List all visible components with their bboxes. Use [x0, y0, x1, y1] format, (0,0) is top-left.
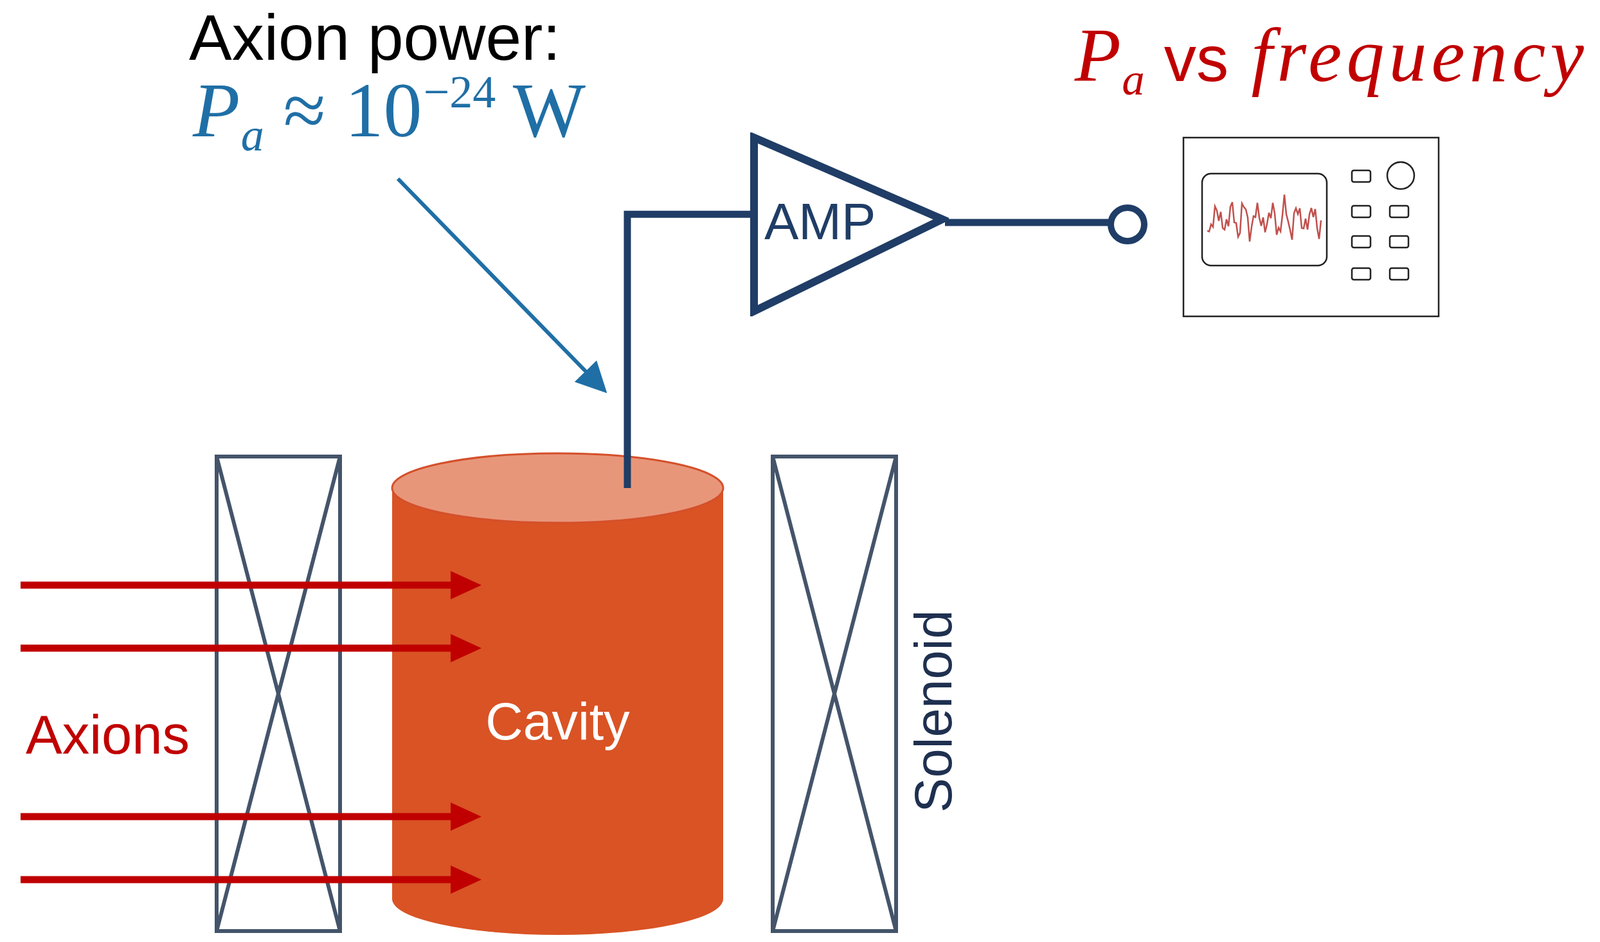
caption-word: vs: [1164, 26, 1229, 91]
output-wire: [944, 219, 1111, 227]
solenoid-label: Solenoid: [907, 609, 960, 812]
power-subscript: a: [1121, 56, 1145, 103]
antenna-wire: [627, 214, 753, 488]
axions-label: Axions: [25, 707, 190, 762]
amplifier-label: AMP: [764, 196, 876, 248]
frequency-word: frequency: [1250, 17, 1589, 94]
power-formula: Pa≈ 10−24W: [192, 71, 586, 150]
power-value: ≈ 10: [283, 71, 423, 150]
power-exponent: −24: [423, 68, 497, 116]
axions-label: Axions: [25, 707, 190, 762]
title-label: Axion power:: [188, 5, 561, 70]
power-symbol: P: [192, 71, 240, 150]
power-symbol: P: [1074, 17, 1122, 94]
power-unit: W: [512, 71, 586, 150]
amplifier: AMP: [750, 132, 949, 317]
power-subscript: a: [241, 111, 265, 159]
solenoid-coil: [772, 456, 897, 931]
solenoid-coil: [216, 456, 341, 931]
output-terminal: [1110, 207, 1145, 242]
resonant-cavity: Cavity: [390, 451, 725, 936]
cylinder-shape: [390, 451, 725, 936]
title-label: Axion power:: [188, 5, 561, 70]
plot-caption: Pavsfrequency: [1074, 17, 1589, 94]
solenoid-label: Solenoid: [907, 609, 960, 812]
spectrum-analyzer: [1183, 137, 1439, 317]
cavity-label: Cavity: [390, 695, 725, 748]
leader-arrow: [397, 178, 602, 388]
